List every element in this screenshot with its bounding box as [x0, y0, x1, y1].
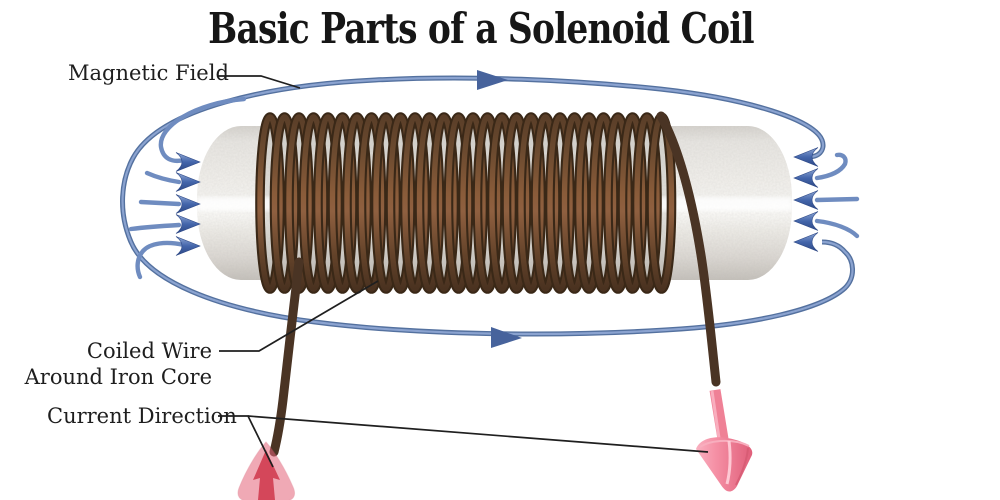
coil-turn-shading — [344, 114, 370, 292]
field-tail-left-4 — [128, 222, 182, 232]
leader-magnetic-field — [218, 75, 301, 89]
coil-turn-shading — [358, 114, 385, 292]
current-cone-shade — [735, 447, 749, 486]
leader-current-right — [247, 415, 709, 453]
coil-turn-shading — [576, 114, 602, 292]
field-tail-right-3 — [814, 196, 860, 203]
field-arrow-cone-icon — [175, 236, 201, 256]
wire-leads — [269, 111, 721, 457]
field-arrow-cone-icon — [175, 152, 201, 172]
field-arrows-left — [175, 152, 201, 256]
current-cone-base-edge — [699, 439, 750, 448]
current-arrow-down — [696, 389, 753, 492]
wire-lead-left — [269, 257, 304, 457]
coil-turn-shading — [271, 114, 298, 292]
coil-turn-shading — [489, 114, 515, 292]
coil-turn-shading — [547, 114, 573, 292]
label-coiled-wire: Coiled Wire Around Iron Core — [25, 338, 212, 390]
coil-turn-shading — [387, 114, 414, 292]
coil-windings — [255, 112, 677, 294]
coil-turn-shading — [416, 114, 443, 292]
coil-turn-shading — [590, 114, 617, 292]
field-arrow-cone-icon — [793, 168, 819, 188]
coil-turn-shading — [257, 114, 283, 292]
label-current-direction: Current Direction — [47, 404, 237, 428]
leader-coiled-wire — [219, 280, 379, 352]
coil-turn-shading — [532, 114, 559, 292]
field-tail-right-2 — [814, 152, 848, 181]
coil-turn-shading — [634, 114, 660, 292]
current-arrow-up — [237, 441, 296, 500]
magnetic-field-lines — [120, 70, 860, 348]
field-arrow-cone-icon — [175, 214, 201, 234]
coil-turn-shading — [460, 114, 486, 292]
coil-turn-shading — [474, 114, 501, 292]
field-direction-arrow-bottom-icon — [491, 327, 522, 348]
field-arrows-right — [793, 147, 819, 252]
coil-turn-shading — [300, 114, 327, 292]
coil-turn-shading — [619, 114, 646, 292]
label-coiled-wire-line1: Coiled Wire — [86, 339, 212, 363]
field-arrow-cone-icon — [793, 211, 819, 231]
current-cone-translucent — [237, 441, 296, 500]
field-arrow-cone-icon — [793, 190, 819, 210]
field-arrow-cone-icon — [793, 147, 819, 167]
field-direction-arrow-top-icon — [477, 70, 508, 90]
field-tail-right-4 — [814, 218, 860, 239]
label-coiled-wire-line2: Around Iron Core — [24, 365, 212, 389]
field-tail-left-2 — [144, 170, 182, 185]
field-tail-left-5 — [135, 240, 187, 280]
coil-turn-shading — [373, 114, 399, 292]
current-arrow-down-shaft — [709, 389, 729, 440]
coil-turn-shading — [605, 114, 631, 292]
coil-turn-shading — [329, 114, 356, 292]
coil-turn-shading — [561, 114, 588, 292]
diagram-title: Basic Parts of a Solenoid Coil — [208, 4, 754, 53]
field-arrow-cone-icon — [175, 194, 201, 214]
current-cone-highlight — [725, 440, 732, 485]
field-tail-left-3 — [138, 199, 182, 207]
coil-turn-shading — [402, 114, 428, 292]
leader-lines — [218, 75, 709, 468]
field-tail-left-1 — [158, 96, 247, 163]
field-loop-highlight — [121, 76, 854, 336]
label-magnetic-field: Magnetic Field — [68, 61, 229, 85]
current-arrow-down-shaft-highlight — [710, 390, 721, 439]
coil-turn-shading — [315, 114, 341, 292]
coil-turn-shading — [518, 114, 544, 292]
wire-lead-right — [656, 111, 721, 387]
field-arrow-cone-icon — [793, 232, 819, 252]
coil-turn-shading — [503, 114, 530, 292]
field-arrow-cone-icon — [175, 172, 201, 192]
coil-turn-shading — [431, 114, 457, 292]
coil-turn-shading — [445, 114, 472, 292]
